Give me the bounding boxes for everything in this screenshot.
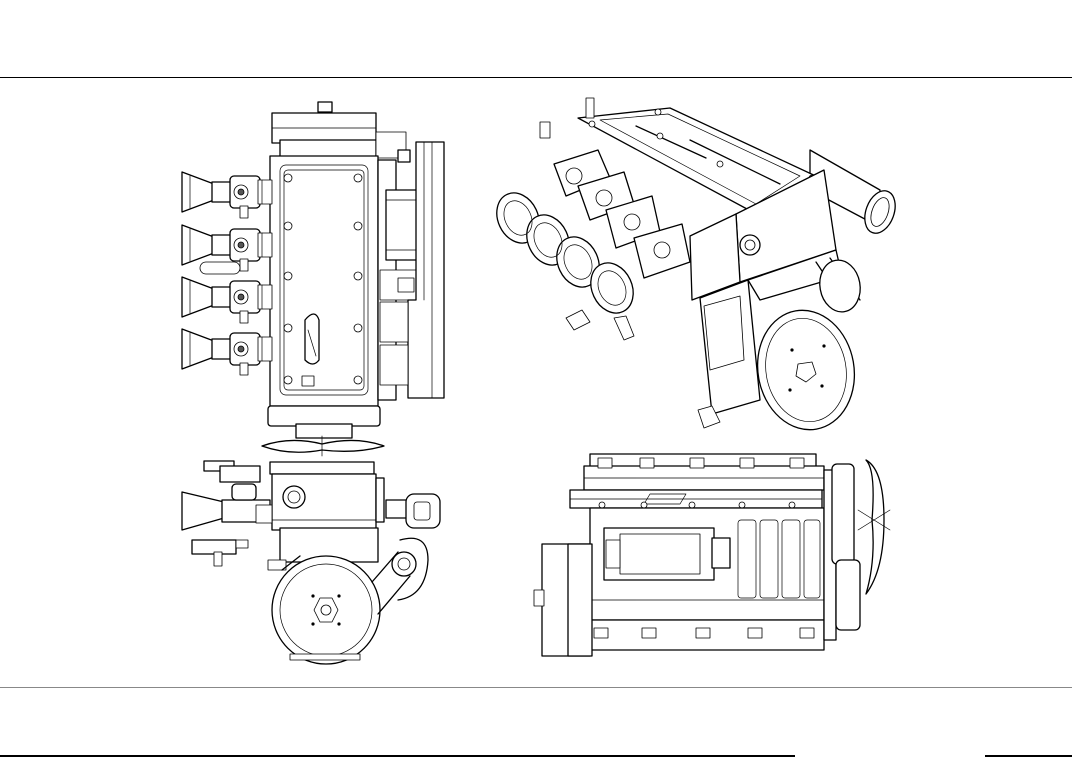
engine-top-view-icon [182, 102, 444, 456]
engine-front-view-icon [182, 461, 440, 664]
engine-isometric-view-icon [489, 98, 901, 437]
engine-side-view-icon [534, 454, 890, 656]
